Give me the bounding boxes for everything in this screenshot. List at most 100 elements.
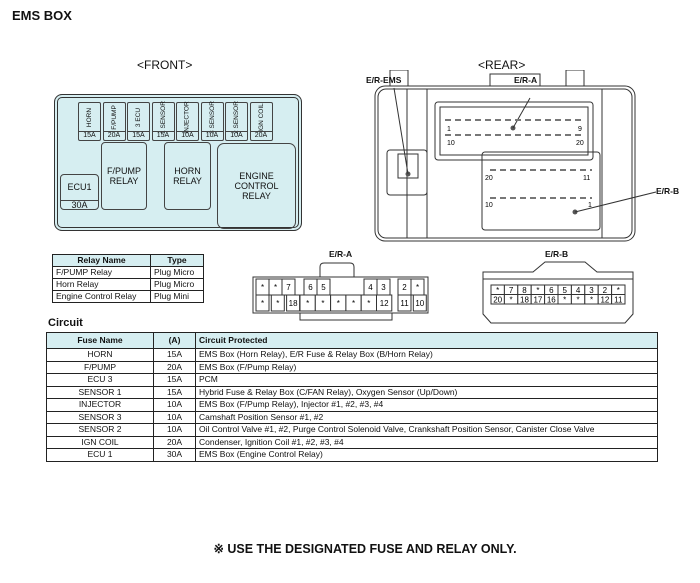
connector-b-pin: * bbox=[536, 286, 539, 295]
amp-header: (A) bbox=[153, 332, 196, 349]
er-a-pin-20: 20 bbox=[576, 140, 584, 147]
relay-name: Engine Control Relay bbox=[51, 290, 152, 303]
connector-b-pin: * bbox=[510, 295, 513, 304]
er-a-pin-9: 9 bbox=[578, 126, 582, 133]
fuse-name-header: Fuse Name bbox=[46, 332, 154, 349]
front-label: <FRONT> bbox=[137, 58, 193, 72]
connector-b-pin: 2 bbox=[603, 286, 608, 295]
connector-a-pin: 10 bbox=[415, 299, 424, 308]
fuse-name: ECU 1 bbox=[46, 448, 154, 462]
connector-b-cell bbox=[611, 294, 626, 305]
connector-a-pin: * bbox=[261, 283, 264, 292]
fuse-amp: 15A bbox=[153, 385, 196, 399]
er-a-pin-10: 10 bbox=[447, 140, 455, 147]
ecu1-label: ECU1 bbox=[67, 182, 92, 192]
fuse-name: F/PUMP bbox=[46, 360, 154, 374]
fuse-amp: 20A bbox=[153, 360, 196, 374]
connector-a-cell bbox=[412, 294, 427, 312]
connector-a-latch bbox=[319, 262, 355, 277]
connector-b-pin: 12 bbox=[600, 295, 609, 304]
connector-b-pin: 17 bbox=[533, 295, 542, 304]
connector-b-pin: * bbox=[577, 295, 580, 304]
connector-b-pin: 4 bbox=[576, 286, 581, 295]
connector-b-pin: * bbox=[617, 286, 620, 295]
connector-a-pin: 5 bbox=[321, 283, 326, 292]
connector-a-pin: * bbox=[306, 299, 309, 308]
er-b-callout: E/R-B bbox=[656, 186, 680, 196]
engine-control-relay: ENGINE CONTROL RELAY bbox=[217, 143, 296, 229]
fpump-relay: F/PUMP RELAY bbox=[101, 142, 147, 210]
footer-note: ※ USE THE DESIGNATED FUSE AND RELAY ONLY… bbox=[213, 542, 517, 556]
connector-a-cell bbox=[376, 294, 393, 312]
er-a-pin-1: 1 bbox=[447, 126, 451, 133]
connector-a-body bbox=[252, 276, 429, 314]
circuit-protected: EMS Box (Horn Relay), E/R Fuse & Relay B… bbox=[195, 348, 658, 362]
connector-a-pin: 7 bbox=[286, 283, 291, 292]
connector-b-pin: 16 bbox=[547, 295, 556, 304]
connector-b-pin: 11 bbox=[614, 295, 623, 304]
connector-b-pin: 20 bbox=[493, 295, 502, 304]
connector-a-pin: 12 bbox=[380, 299, 389, 308]
connector-a-label: E/R-A bbox=[329, 249, 353, 259]
relay-type: Plug Mini bbox=[150, 290, 204, 303]
fuse-amp: 30A bbox=[153, 448, 196, 462]
er-a-callout: E/R-A bbox=[514, 75, 538, 85]
connector-a-pin: 4 bbox=[368, 283, 373, 292]
er-b-pin-10: 10 bbox=[485, 202, 493, 209]
connector-b-pin: 7 bbox=[509, 286, 514, 295]
fuse-amp: 10A bbox=[226, 131, 247, 140]
fuse-amp: 10A bbox=[201, 131, 223, 140]
connector-b-pin: 18 bbox=[520, 295, 529, 304]
circuit-protected: PCM bbox=[195, 373, 658, 387]
connector-b-pin: 6 bbox=[549, 286, 554, 295]
connector-b-pin: * bbox=[563, 295, 566, 304]
connector-a-pin: * bbox=[416, 283, 419, 292]
fuse-name: SENSOR 2 bbox=[46, 423, 154, 437]
fuse-amp: 20A bbox=[250, 131, 272, 140]
fuse-amp: 20A bbox=[153, 435, 196, 449]
circuit-protected: EMS Box (Engine Control Relay) bbox=[195, 448, 658, 462]
circuit-protected: Condenser, Ignition Coil #1, #2, #3, #4 bbox=[195, 435, 658, 449]
er-b-pin-20: 20 bbox=[485, 175, 493, 182]
er-b-pin-11: 11 bbox=[583, 175, 590, 182]
fuse-name: IGN COIL bbox=[46, 435, 154, 449]
connector-a-pin: 6 bbox=[308, 283, 313, 292]
connector-a-pin: * bbox=[261, 299, 264, 308]
er-ems-callout: E/R-EMS bbox=[366, 75, 402, 85]
connector-a-pin: 11 bbox=[400, 299, 409, 308]
circuit-protected: Camshaft Position Sensor #1, #2 bbox=[195, 410, 658, 424]
connector-a-pin: * bbox=[352, 299, 355, 308]
fuse-amp: 15A bbox=[153, 373, 196, 387]
circuit-protected: Oil Control Valve #1, #2, Purge Control … bbox=[195, 423, 658, 437]
fuse-name: INJECTOR bbox=[46, 398, 154, 412]
relay-type-header: Type bbox=[150, 254, 204, 267]
connector-b-pin: 3 bbox=[589, 286, 594, 295]
connector-b-pin: 8 bbox=[522, 286, 527, 295]
relay-name-header: Relay Name bbox=[51, 254, 152, 267]
ecu1-amp: 30A bbox=[61, 200, 98, 210]
page-title: EMS BOX bbox=[12, 8, 72, 23]
fuse-amp: 10A bbox=[153, 410, 196, 424]
circuit-protected: EMS Box (F/Pump Relay) bbox=[195, 360, 658, 374]
connector-b-body bbox=[482, 261, 634, 324]
fuse-amp: 15A bbox=[153, 348, 196, 362]
connector-a-cell bbox=[270, 294, 285, 312]
fuse-name: SENSOR 3 bbox=[46, 410, 154, 424]
fuse-name: HORN bbox=[46, 348, 154, 362]
